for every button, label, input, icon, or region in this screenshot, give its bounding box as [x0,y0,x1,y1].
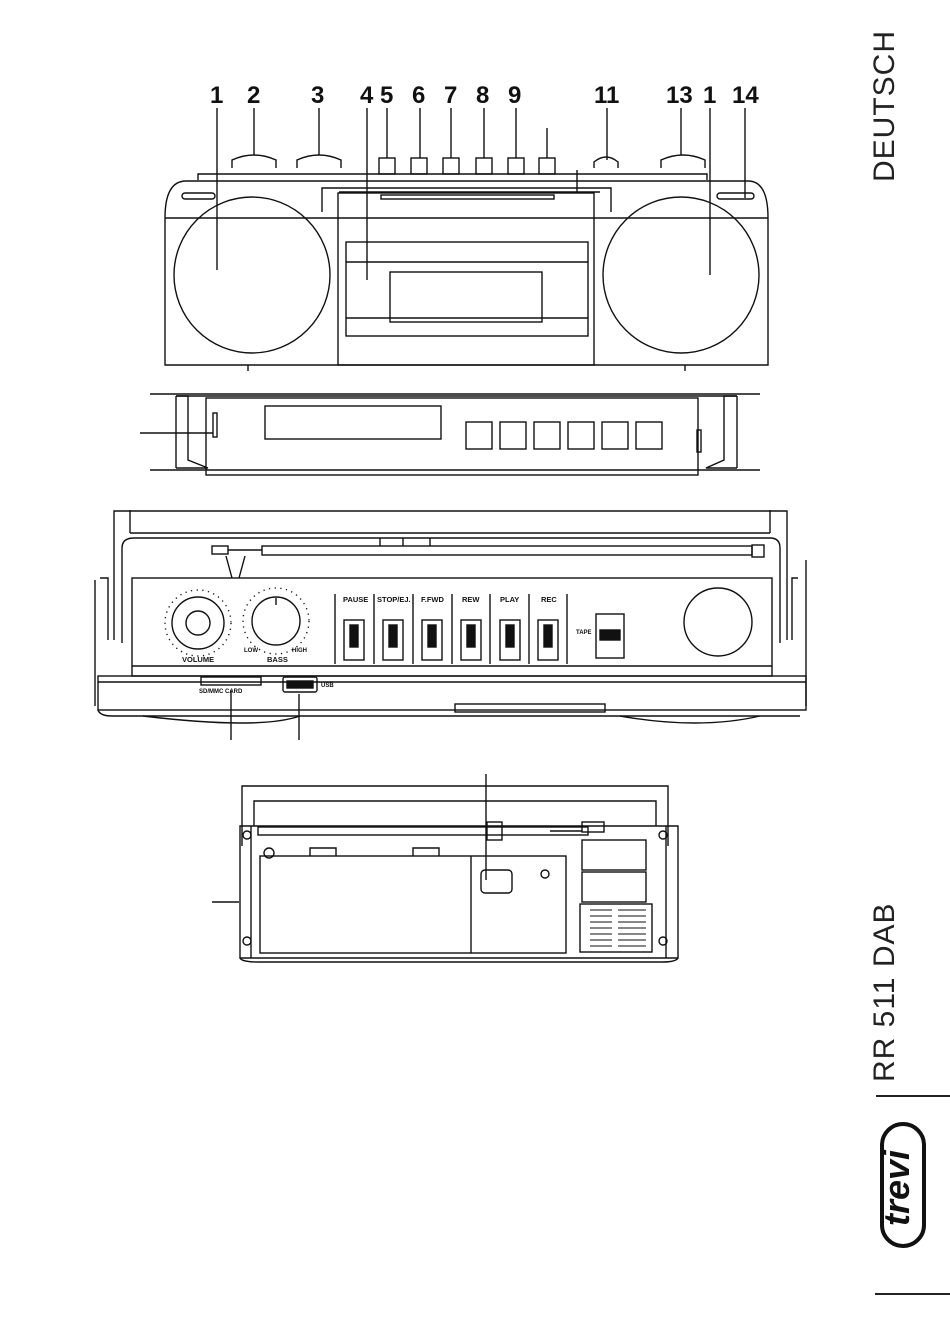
model-name: RR 511 DAB [868,902,902,1082]
callout-6: 6 [412,82,425,109]
callout-1-right: 1 [703,82,716,109]
top-view [140,394,760,475]
front-view [165,155,768,371]
callout-5: 5 [380,82,393,109]
callout-4: 4 [360,82,374,109]
callout-3: 3 [311,82,324,109]
front-panel-view [95,510,806,740]
callout-8: 8 [476,82,489,109]
key-label-stop-eject: STOP/EJ. [377,595,411,604]
callout-14: 14 [732,82,759,109]
key-label-pause: PAUSE [343,595,368,604]
leader-lines-top [217,108,745,280]
language-heading: DEUTSCH [868,30,902,182]
bottom-divider [875,1293,950,1295]
callout-2: 2 [247,82,260,109]
volume-label: VOLUME [182,655,214,664]
bass-high-label: HIGH [292,648,307,654]
callout-13: 13 [666,82,693,109]
key-label-play: PLAY [500,595,519,604]
key-label-rew: REW [462,595,480,604]
callout-9: 9 [508,82,521,109]
key-label-rec: REC [541,595,557,604]
bass-low-label: LOW [244,648,258,654]
callout-1-left: 1 [210,82,223,109]
tape-label: TAPE [576,630,592,636]
callout-11: 11 [594,82,619,109]
key-label-ffwd: F.FWD [421,595,444,604]
section-divider [876,1095,950,1097]
trevi-logo-text: trevi [876,1150,918,1226]
usb-label: USB [321,683,334,689]
callout-7: 7 [444,82,457,109]
card-slot-label: SD/MMC CARD [199,689,243,695]
bass-label: BASS [267,655,288,664]
rear-view [212,774,678,962]
